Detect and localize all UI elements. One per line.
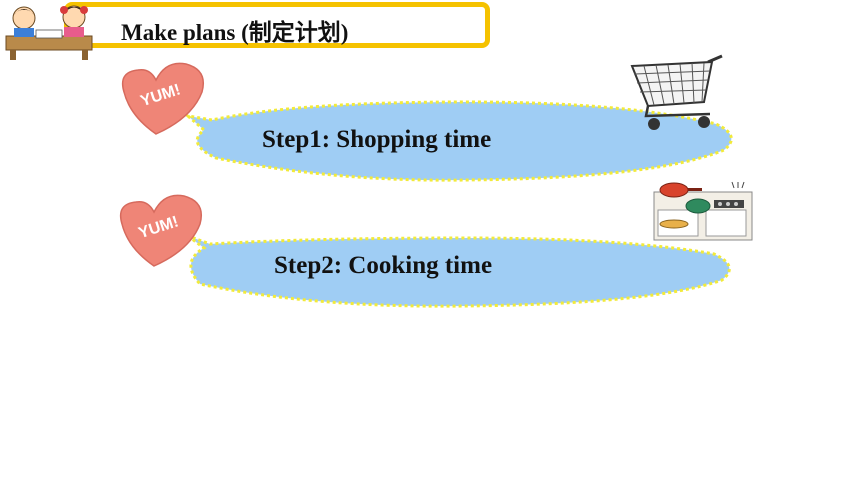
kids-studying-icon [5, 5, 93, 60]
yum-badge-icon: YUM! [119, 194, 202, 267]
step1-label: Step1: Shopping time [262, 126, 492, 153]
kitchen-stove-icon [653, 181, 753, 241]
yum-badge-icon: YUM! [121, 62, 204, 135]
page-title: Make plans (制定计划) [121, 20, 349, 45]
shopping-cart-icon [630, 54, 723, 130]
step2-label: Step2: Cooking time [274, 252, 493, 279]
title-banner: Make plans (制定计划) [64, 2, 490, 48]
step2-bubble [187, 234, 731, 308]
step1-bubble [183, 100, 733, 182]
